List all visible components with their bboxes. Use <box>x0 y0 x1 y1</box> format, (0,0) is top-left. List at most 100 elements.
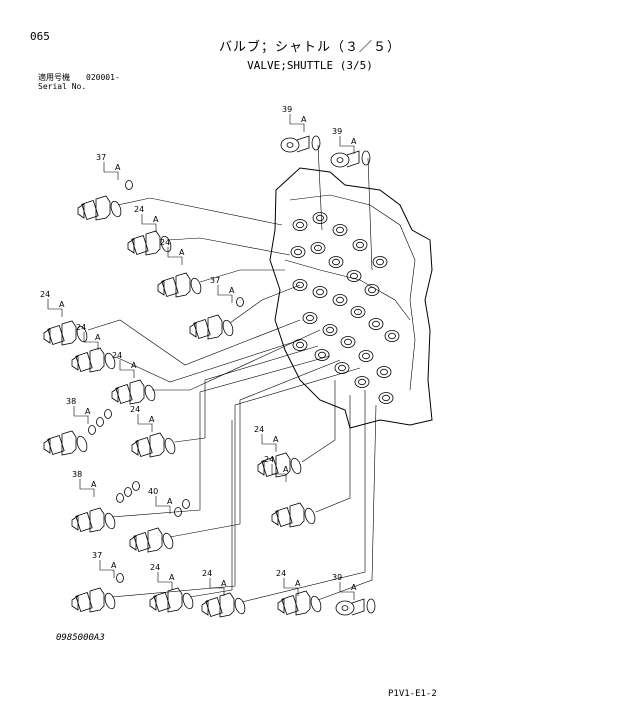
fitting-elbow <box>271 502 316 528</box>
callout-bracket <box>99 560 115 578</box>
fitting-elbow <box>77 195 122 221</box>
callout-letter: A <box>95 333 101 342</box>
o-ring <box>144 384 156 402</box>
leader-line <box>317 144 323 231</box>
callout-letter: A <box>111 561 117 570</box>
callout-letter: A <box>115 163 121 172</box>
leader-line <box>115 339 301 383</box>
plug-head <box>280 137 300 153</box>
fitting-hex <box>61 320 77 346</box>
valve-port-bore <box>316 214 324 222</box>
leader-line <box>241 390 366 603</box>
callout-bracket <box>119 360 135 378</box>
o-ring <box>222 319 234 337</box>
callout-number: 24 <box>276 569 286 578</box>
o-ring <box>110 200 122 218</box>
fitting-elbow <box>71 507 116 533</box>
callout: 37A <box>92 551 117 578</box>
callout-bracket <box>217 285 233 303</box>
drawing-number: 0985000A3 <box>56 633 105 643</box>
valve-port <box>350 306 366 318</box>
fitting-tip <box>71 515 79 531</box>
title-japanese: バルブ；シャトル（３／５） <box>218 40 401 55</box>
o-ring <box>304 507 316 525</box>
valve-port-bore <box>316 288 324 296</box>
plug-head <box>335 600 355 616</box>
callout-number: 24 <box>134 205 144 214</box>
valve-port-bore <box>318 351 326 359</box>
page-code: P1V1-E1-2 <box>388 689 437 699</box>
o-ring <box>164 437 176 455</box>
parts-group <box>43 135 376 618</box>
callout-number: 24 <box>40 290 50 299</box>
valve-port <box>312 212 328 224</box>
leader-lines <box>87 144 377 603</box>
leader-line <box>111 355 331 518</box>
valve-port <box>346 270 362 282</box>
valve-port-bore <box>380 368 388 376</box>
fitting-tip <box>111 387 119 403</box>
fitting-elbow <box>277 590 322 616</box>
page-number: 065 <box>30 30 50 43</box>
leader-line <box>174 345 319 443</box>
valve-port <box>378 392 394 404</box>
fitting-elbow <box>257 452 302 478</box>
callout-number: 24 <box>150 563 160 572</box>
fitting-tip <box>189 322 197 338</box>
callout-number: 24 <box>130 405 140 414</box>
o-ring <box>104 592 116 610</box>
callout-letter: A <box>351 137 357 146</box>
valve-port <box>322 324 338 336</box>
valve-port-bore <box>294 248 302 256</box>
valve-port <box>352 239 368 251</box>
fitting-elbow <box>131 432 176 458</box>
fitting-elbow <box>111 379 156 405</box>
callout-letter: A <box>131 361 137 370</box>
fitting-tip <box>71 595 79 611</box>
callout-letter: A <box>153 215 159 224</box>
valve-port-bore <box>368 286 376 294</box>
valve-port-bore <box>314 244 322 252</box>
leader-line <box>315 395 351 513</box>
callout-letter: A <box>273 435 279 444</box>
fitting-hex <box>145 230 161 256</box>
fitting-tip <box>131 440 139 456</box>
callout-bracket <box>283 578 299 596</box>
valve-port-bore <box>306 314 314 322</box>
valve-port-bore <box>376 258 384 266</box>
callout-bracket <box>103 162 119 180</box>
valve-port-bore <box>372 320 380 328</box>
callout-bracket <box>141 214 157 232</box>
fitting-hex <box>89 507 105 533</box>
leader-line <box>199 269 285 283</box>
plug-socket <box>336 157 344 163</box>
fitting-hex <box>275 452 291 478</box>
callout-letter: A <box>85 407 91 416</box>
o-ring <box>182 592 194 610</box>
leader-line <box>117 197 283 226</box>
plug-socket <box>286 142 294 148</box>
callout-letter: A <box>59 300 65 309</box>
valve-body-ridge <box>284 259 411 321</box>
fitting-elbow <box>157 272 202 298</box>
fitting-hex <box>167 587 183 613</box>
callout: 37A <box>96 153 121 180</box>
valve-port-bore <box>296 281 304 289</box>
valve-port-bore <box>332 258 340 266</box>
callout: 38A <box>66 397 91 424</box>
fitting-tip <box>149 595 157 611</box>
backup-ring <box>88 425 96 435</box>
backup-ring <box>104 409 112 419</box>
callout: 24A <box>76 323 101 350</box>
serial-value: 020001- <box>86 73 120 82</box>
leader-line <box>167 237 291 256</box>
valve-port-bore <box>354 308 362 316</box>
valve-port <box>340 336 356 348</box>
callout: 39A <box>332 573 357 600</box>
valve-port <box>302 312 318 324</box>
valve-body-contour <box>289 194 416 391</box>
callout: 24A <box>264 455 289 482</box>
leader-line <box>169 359 341 538</box>
o-ring <box>310 595 322 613</box>
